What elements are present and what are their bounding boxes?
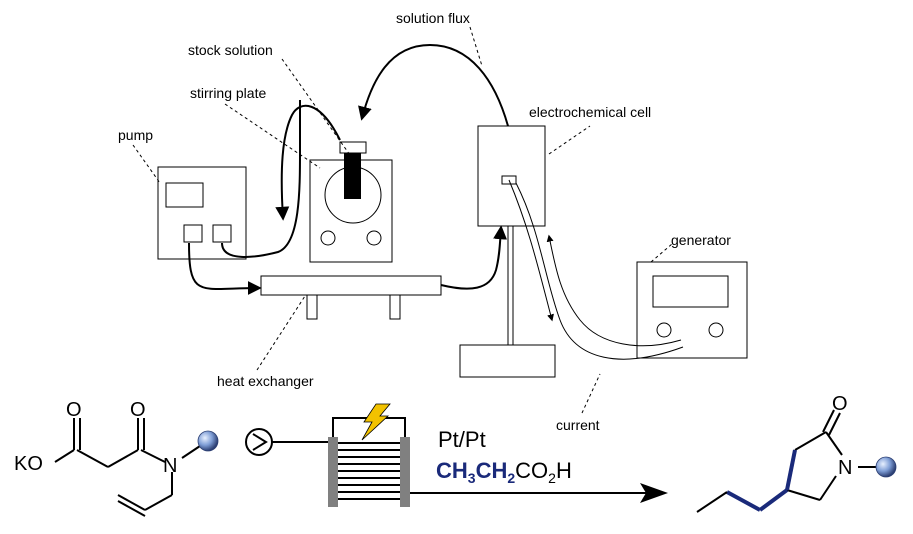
label-heat-exchanger: heat exchanger <box>217 373 314 389</box>
product-structure <box>696 409 897 513</box>
pump-icon <box>245 428 328 456</box>
reaction-arrow <box>410 483 668 503</box>
substrate-o2: O <box>130 399 146 421</box>
label-current: current <box>556 417 600 433</box>
generator-unit <box>636 261 748 359</box>
label-pump: pump <box>118 127 153 143</box>
stock-solution-vessel <box>339 141 367 199</box>
tubing <box>188 43 509 296</box>
heat-exchanger-unit <box>260 275 442 320</box>
leader-lines <box>132 26 673 414</box>
product-o: O <box>832 393 848 415</box>
substrate-n: N <box>163 455 177 477</box>
coil-reactor-icon <box>328 417 410 507</box>
product-n: N <box>838 457 852 479</box>
label-generator: generator <box>671 232 731 248</box>
lightning-bolt-icon <box>361 403 391 441</box>
label-electrochemical-cell: electrochemical cell <box>529 104 651 120</box>
label-stirring-plate: stirring plate <box>190 85 266 101</box>
conditions-reagent: CH3CH2CO2H <box>436 458 572 486</box>
electrochemical-cell-unit <box>459 125 556 378</box>
pump-unit <box>157 166 247 260</box>
substrate-o1: O <box>66 399 82 421</box>
substrate-structure <box>54 418 219 517</box>
current-wires <box>508 179 684 360</box>
conditions-electrodes: Pt/Pt <box>438 427 486 452</box>
substrate-ko: KO <box>14 453 43 475</box>
label-stock-solution: stock solution <box>188 42 273 58</box>
label-solution-flux: solution flux <box>396 10 470 26</box>
